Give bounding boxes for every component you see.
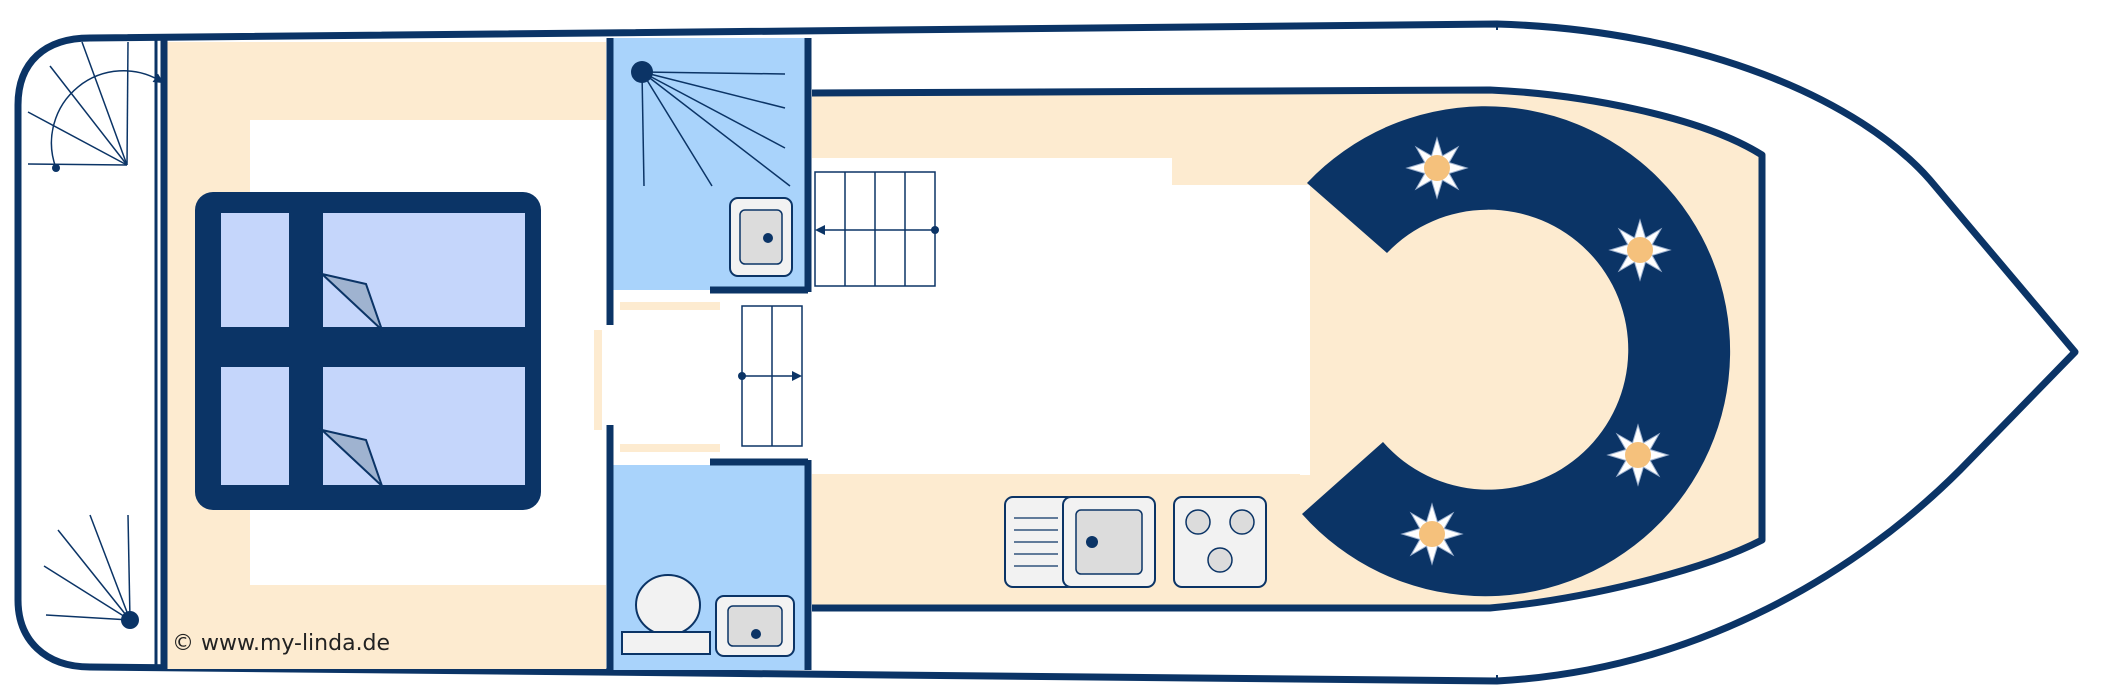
sink-icon (715, 595, 795, 657)
sink-icon (729, 197, 793, 277)
pillow-icon (318, 428, 383, 487)
salon-outer-wall (811, 86, 1766, 612)
bed-mattress-lower (321, 365, 527, 487)
seat-light-icon (1400, 502, 1464, 566)
spiral-staircase-icon (27, 41, 164, 172)
table (1392, 257, 1578, 443)
corridor-floor-strip-lower (620, 444, 720, 452)
interior-walls (606, 38, 812, 670)
bed-mattress-upper (321, 211, 527, 329)
double-bed (195, 192, 541, 510)
copyright-text: © www.my-linda.de (172, 631, 390, 656)
bed-foot-upper (219, 211, 291, 329)
double-sink-icon (1004, 496, 1156, 588)
stove-icon (1173, 496, 1267, 588)
spiral-staircase-icon (43, 514, 139, 629)
seat-light-icon (1405, 136, 1469, 200)
pillow-icon (318, 272, 383, 331)
seat-light-icon (1606, 423, 1670, 487)
stairs-icon (814, 171, 939, 287)
seating-bench (1302, 106, 1731, 597)
corridor-floor-strip-upper (620, 302, 720, 310)
doorway-strip (594, 330, 602, 430)
shower-icon (631, 61, 791, 187)
bed-foot-lower (219, 365, 291, 487)
stairs-icon (738, 305, 803, 447)
seat-light-icon (1608, 218, 1672, 282)
toilet-icon (621, 574, 711, 655)
salon-walkway (812, 158, 1310, 475)
